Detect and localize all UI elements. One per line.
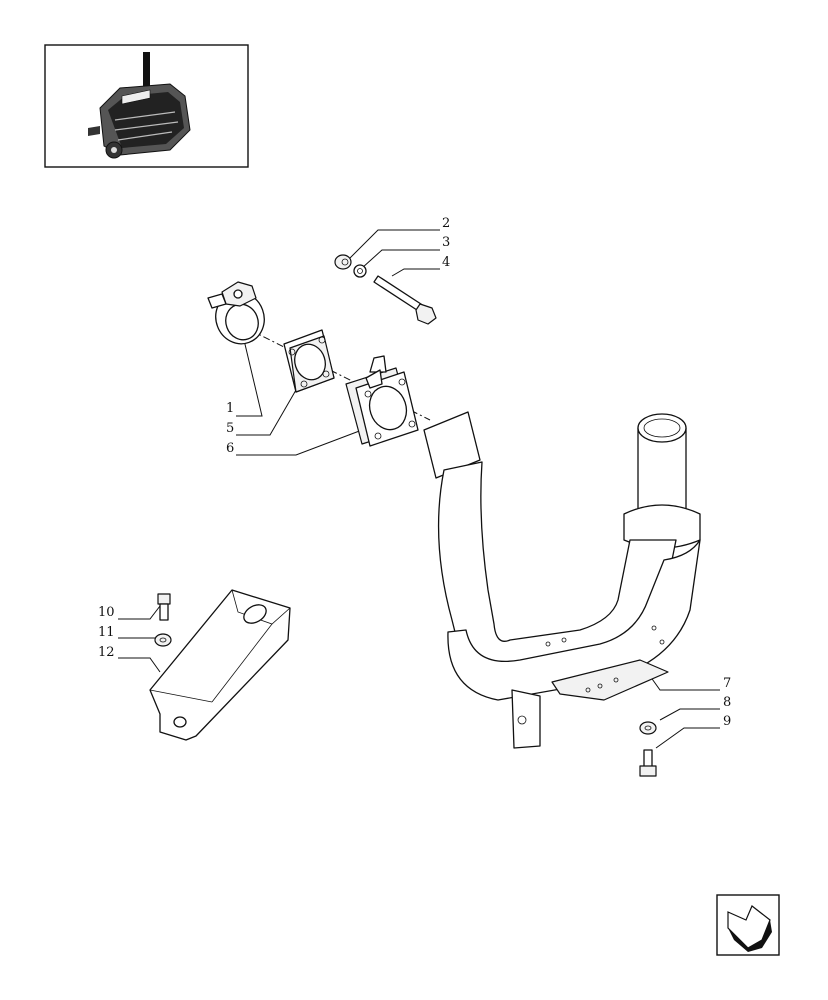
- clamp-part-1: [207, 281, 265, 345]
- callout-8: 8: [723, 695, 731, 710]
- washer-part-11: [154, 633, 172, 647]
- callout-9: 9: [723, 714, 731, 729]
- bolt-part-10: [157, 593, 171, 621]
- exhaust-pipe-part-7: [423, 411, 701, 749]
- callout-5: 5: [226, 421, 234, 436]
- callout-11: 11: [98, 625, 115, 640]
- leader-lines: [118, 229, 720, 749]
- bolt-part-4: [373, 275, 437, 325]
- washer-part-3: [353, 264, 367, 278]
- flange-part-6: [345, 355, 419, 447]
- gasket-part-5: [283, 329, 335, 393]
- next-page-arrow-icon[interactable]: [716, 894, 780, 956]
- callout-12: 12: [98, 645, 115, 660]
- support-bracket-part-12: [149, 589, 291, 741]
- engine-thumbnail-icon[interactable]: [44, 44, 249, 168]
- callout-1: 1: [226, 401, 234, 416]
- callout-10: 10: [98, 605, 115, 620]
- callout-3: 3: [442, 235, 450, 250]
- washer-part-8: [639, 721, 657, 735]
- callout-2: 2: [442, 216, 450, 231]
- callout-labels: 2 3 4 1 5 6 10 11 12 7 8 9: [98, 216, 731, 729]
- callout-6: 6: [226, 441, 234, 456]
- callout-4: 4: [442, 255, 450, 270]
- nut-part-2: [334, 254, 352, 270]
- bolt-part-9: [639, 749, 657, 777]
- callout-7: 7: [723, 676, 731, 691]
